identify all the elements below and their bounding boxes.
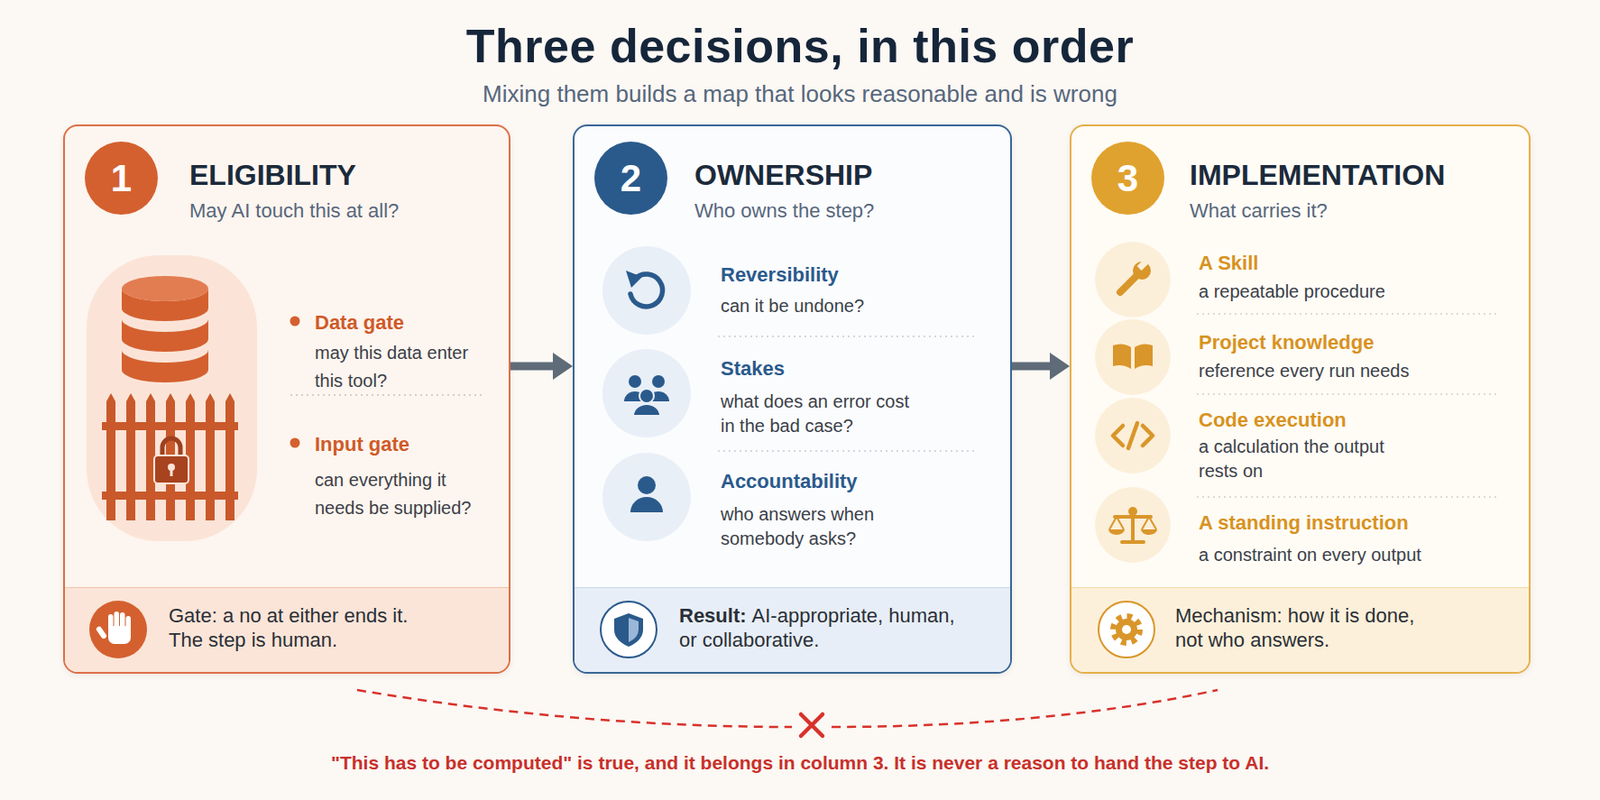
panel-heading: ELIGIBILITY [189, 157, 497, 193]
mechanism-heading: A standing instruction [1198, 510, 1497, 536]
criterion-text: who answers when somebody asks? [720, 502, 920, 552]
cross-mark [800, 714, 823, 736]
criterion-text: can it be undone? [720, 294, 920, 319]
panel-question: Who owns the step? [694, 198, 1002, 224]
panel-question: What carries it? [1189, 198, 1524, 224]
result-band: Result:AI-appropriate, human, or collabo… [574, 587, 1011, 672]
diagram-title: Three decisions, in this order [0, 18, 1600, 74]
step-number-text: 1 [110, 159, 132, 198]
item-heading: Input gate [314, 432, 505, 458]
mechanism-text: a constraint on every output [1198, 542, 1488, 568]
mechanism-heading: Code execution [1198, 407, 1497, 433]
arrow-shaft [510, 361, 555, 370]
arrow-head [552, 352, 573, 380]
mechanism-text: reference every run needs [1198, 358, 1488, 384]
band-text: Gate: a no at either ends it. The step i… [168, 604, 408, 652]
criterion-text: what does an error cost in the bad case? [720, 389, 920, 439]
result-band: Gate: a no at either ends it. The step i… [64, 587, 509, 672]
step-panel: OWNERSHIP Who owns the step? Reversibility… [572, 124, 1012, 674]
mechanism-heading: Project knowledge [1198, 330, 1497, 356]
cross-mark [800, 714, 823, 736]
arrow-head [1049, 352, 1070, 380]
subtitle-note: Mixing them builds a map that looks reas… [0, 80, 1600, 108]
band-label: Result: [679, 604, 747, 627]
step-number-text: 2 [620, 159, 642, 198]
item-text: may this data enter this tool? [314, 339, 496, 396]
item-heading: Data gate [314, 310, 505, 336]
step-number-text: 3 [1117, 159, 1139, 198]
criterion-heading: Reversibility [720, 262, 992, 288]
step-number: 1 [84, 141, 158, 215]
flow-arrow [510, 352, 573, 380]
band-text-block: Mechanism: how it is done, not who answe… [1175, 603, 1435, 653]
warning-caption: "This has to be computed" is true, and i… [90, 750, 1510, 776]
result-band: Mechanism: how it is done, not who answe… [1071, 587, 1529, 672]
mechanism-text: a calculation the output rests on [1198, 434, 1407, 484]
arrow-shaft [1011, 361, 1052, 370]
step-number: 2 [594, 141, 668, 215]
flow-arrow [1011, 352, 1070, 380]
warning-curve [357, 689, 792, 727]
step-number: 3 [1091, 141, 1165, 215]
panel-question: May AI touch this at all? [189, 198, 497, 224]
criterion-heading: Accountability [720, 468, 992, 495]
band-text-block: Result:AI-appropriate, human, or collabo… [679, 603, 977, 653]
step-panel: IMPLEMENTATION What carries it? A Skill a r… [1069, 124, 1531, 674]
warning-curve [831, 689, 1218, 727]
band-text-block: Gate: a no at either ends it. The step i… [168, 603, 426, 653]
mechanism-heading: A Skill [1198, 250, 1497, 276]
panel-heading: IMPLEMENTATION [1189, 157, 1524, 193]
criterion-heading: Stakes [720, 356, 992, 382]
band-text: Mechanism: how it is done, not who answe… [1175, 604, 1415, 652]
panel-heading: OWNERSHIP [694, 157, 1002, 193]
step-panel: ELIGIBILITY May AI touch this at all? Data… [63, 124, 511, 674]
mechanism-text: a repeatable procedure [1198, 279, 1488, 304]
item-text: can everything it needs be supplied? [314, 466, 496, 523]
